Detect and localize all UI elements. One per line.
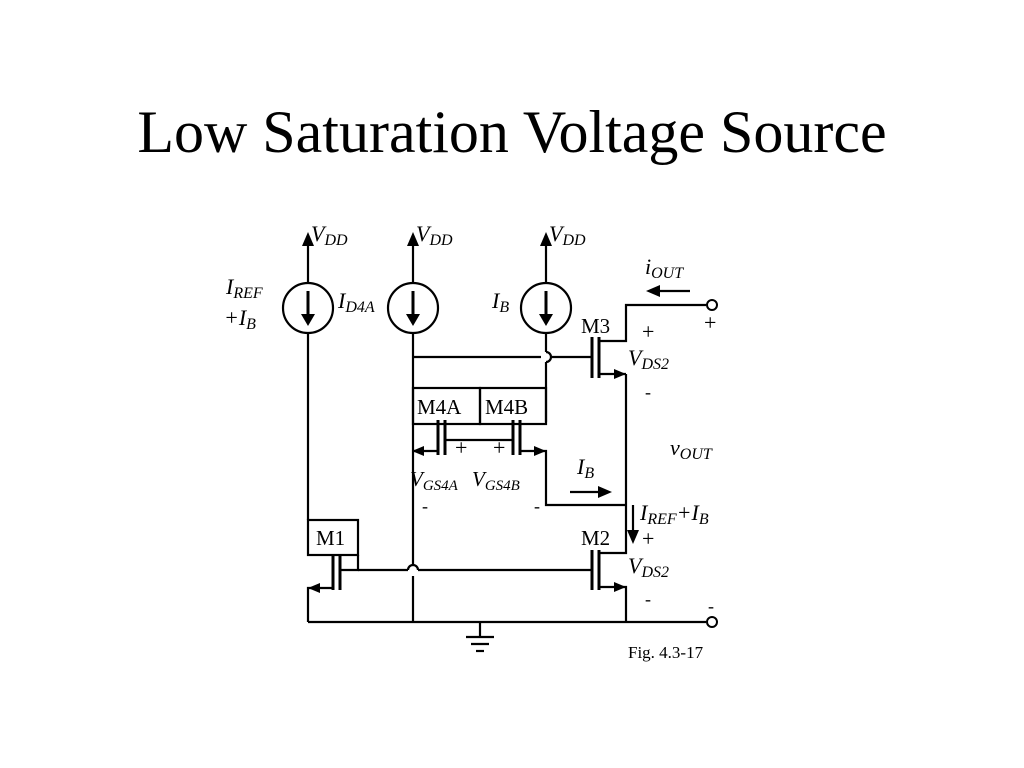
- vds2-top-label: VDS2: [628, 345, 669, 373]
- out-plus: +: [704, 310, 716, 335]
- iref-ib-arrow: [627, 505, 639, 544]
- vgs4a-minus: -: [422, 496, 428, 516]
- vdd-arrow-2: [407, 232, 419, 283]
- iref-ib-label: IREF+IB: [639, 500, 709, 528]
- out-minus: -: [708, 596, 714, 616]
- ib-mid-arrow: [570, 486, 612, 498]
- vgs4a-label: VGS4A: [410, 467, 459, 494]
- iref-label: IREF: [225, 274, 263, 302]
- m2-vds-minus: -: [645, 589, 651, 609]
- vdd-label-2: VDD: [416, 221, 453, 249]
- transistor-m2: [590, 520, 628, 622]
- vgs4a-plus: +: [455, 435, 467, 460]
- m3-vds-plus: +: [642, 319, 654, 344]
- output-terminal-plus: [706, 299, 718, 311]
- slide-title: Low Saturation Voltage Source: [137, 99, 887, 165]
- vdd-label-1: VDD: [311, 221, 348, 249]
- current-source-iref: [281, 281, 335, 335]
- transistor-m1: [306, 555, 360, 622]
- vdd-arrow-3: [540, 232, 552, 283]
- ground-symbol: [466, 622, 494, 653]
- iout-label: iOUT: [645, 254, 684, 282]
- m3-label: M3: [581, 314, 610, 338]
- current-source-id4a: [386, 281, 440, 335]
- figure-caption: Fig. 4.3-17: [628, 643, 704, 662]
- output-terminal-minus: [706, 616, 718, 628]
- ib-mid-label: IB: [576, 454, 594, 482]
- vdd-arrow-1: [302, 232, 314, 283]
- vgs4b-plus: +: [493, 435, 505, 460]
- vdd-label-3: VDD: [549, 221, 586, 249]
- current-source-ib: [519, 281, 573, 335]
- m4a-label: M4A: [417, 395, 462, 419]
- m3-vds-minus: -: [645, 382, 651, 402]
- vgs4b-minus: -: [534, 496, 540, 516]
- vds2-bot-label: VDS2: [628, 553, 669, 581]
- vgs4b-label: VGS4B: [472, 467, 520, 494]
- transistor-m3: [590, 303, 706, 379]
- iout-arrow: [646, 285, 690, 297]
- transistor-m4b: [480, 420, 626, 507]
- transistor-m4a: [412, 420, 480, 456]
- m1-label: M1: [316, 526, 345, 550]
- m2-vds-plus: +: [642, 526, 654, 551]
- ib-source-label: IB: [491, 288, 509, 316]
- vout-label: vOUT: [670, 435, 713, 463]
- iref-plus-ib-label: +IB: [224, 305, 256, 333]
- m2-label: M2: [581, 526, 610, 550]
- id4a-label: ID4A: [337, 288, 375, 316]
- m4b-label: M4B: [485, 395, 528, 419]
